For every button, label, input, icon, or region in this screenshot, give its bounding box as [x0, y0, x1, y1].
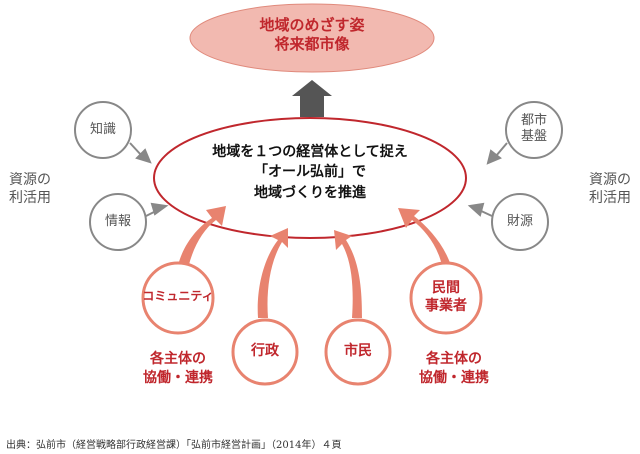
- resource-information-label: 情報: [104, 214, 131, 229]
- side-label-left: 資源の 利活用: [2, 172, 58, 207]
- goal-ellipse: [189, 3, 435, 73]
- side-right-line2: 利活用: [589, 189, 631, 206]
- actor-administration-circle: [231, 318, 299, 386]
- actor-community-label: コミュニティ: [142, 289, 214, 303]
- goal-line2: 将来都市像: [274, 34, 350, 53]
- actor-administration-label: 行政: [251, 343, 279, 359]
- goal-line1: 地域のめざす姿: [259, 16, 365, 34]
- core-line1: 地域を１つの経営体として捉え: [212, 144, 408, 160]
- actor-private-line2: 事業者: [425, 297, 467, 314]
- resource-infrastructure-label: 都市 基盤: [506, 113, 562, 146]
- collab-label-right: 各主体の 協働・連携: [404, 350, 504, 388]
- actor-citizens-circle: [324, 318, 392, 386]
- resource-arrows: [129, 142, 508, 217]
- core-line3: 地域づくりを推進: [254, 184, 366, 201]
- side-left-line2: 利活用: [9, 189, 51, 206]
- goal-label: 地域のめざす姿 将来都市像: [232, 16, 392, 54]
- side-left-line1: 資源の: [9, 172, 51, 188]
- collab-label-left: 各主体の 協働・連携: [128, 350, 228, 388]
- collab-right-line2: 協働・連携: [419, 369, 489, 386]
- side-label-right: 資源の 利活用: [582, 172, 638, 207]
- collab-left-line2: 協働・連携: [143, 369, 213, 386]
- core-label: 地域を１つの経営体として捉え 「オール弘前」で 地域づくりを推進: [190, 142, 430, 203]
- source-citation: 出典：弘前市（経営戦略部行政経営課）「弘前市経営計画」（2014年）４頁: [6, 440, 342, 451]
- core-line2: 「オール弘前」で: [254, 164, 366, 181]
- resource-information-circle: [89, 193, 147, 251]
- resource-knowledge-label: 知識: [89, 122, 116, 137]
- resource-finance-circle: [491, 193, 549, 251]
- resource-infrastructure-line2: 基盤: [520, 129, 547, 145]
- actor-private-circle: [409, 261, 483, 335]
- actor-community-circle: [141, 261, 215, 335]
- resource-infrastructure-circle: [505, 101, 563, 159]
- actor-citizens-label: 市民: [344, 343, 372, 359]
- resource-finance-label: 財源: [506, 214, 533, 229]
- up-arrow: [292, 80, 332, 117]
- collab-left-line1: 各主体の: [150, 351, 206, 367]
- collab-right-line1: 各主体の: [426, 351, 482, 367]
- side-right-line1: 資源の: [589, 172, 631, 188]
- core-ellipse: [153, 117, 467, 239]
- actor-private-label: 民間 事業者: [416, 280, 476, 315]
- resource-knowledge-circle: [74, 101, 132, 159]
- actor-private-line1: 民間: [432, 280, 460, 296]
- resource-infrastructure-line1: 都市: [520, 113, 547, 128]
